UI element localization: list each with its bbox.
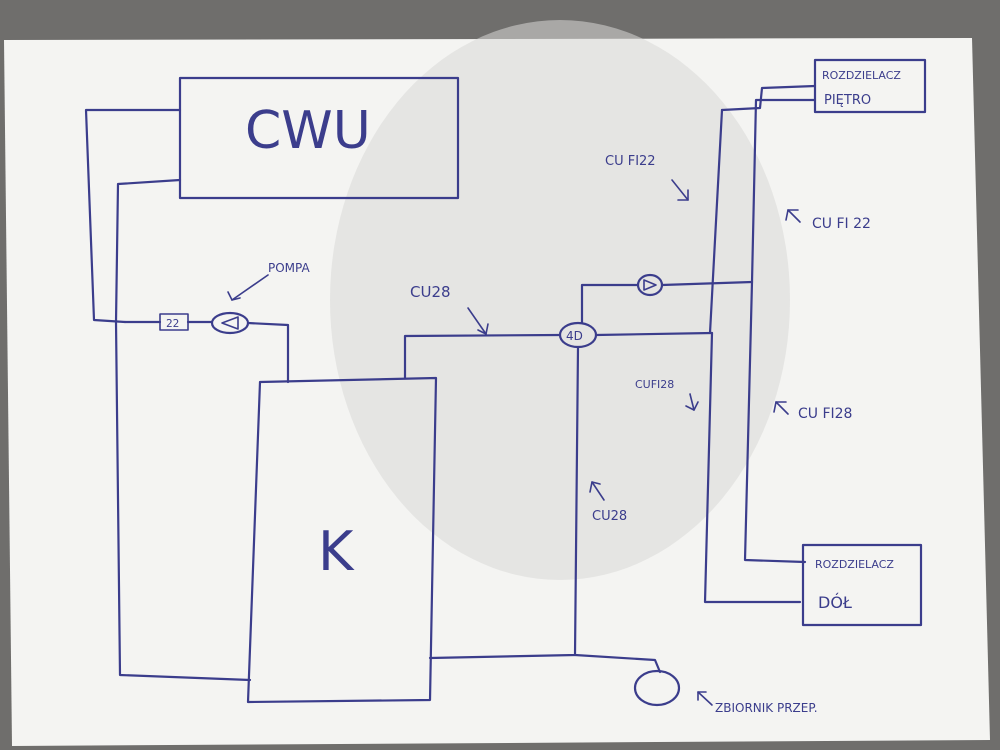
cu28-top-pointer-head <box>477 323 489 335</box>
cufi28-right-pointer <box>775 401 789 415</box>
cufi28-mid-pointer <box>689 393 695 411</box>
distributor-lower-line2: DÓŁ <box>818 593 852 612</box>
cufi28-mid-pointer-head <box>685 401 699 411</box>
cufi22-right-pointer-head <box>785 209 799 221</box>
tank-label: ZBIORNIK PRZEP. <box>715 701 818 715</box>
cu28-top-label: CU28 <box>410 283 451 301</box>
cufi22-top-pointer-head <box>677 189 689 201</box>
pipe-pump2-to-riser <box>660 280 754 287</box>
cufi22-top-label: CU FI22 <box>605 154 656 169</box>
pipe-to-upper-dist-b <box>750 98 817 284</box>
pipe-to-expansion-tank <box>573 653 662 674</box>
pipe-cwu-return <box>84 108 182 324</box>
pompa-pointer-head <box>227 291 241 301</box>
pompa-pointer <box>231 274 269 301</box>
distributor-upper-line1: ROZDZIELACZ <box>822 69 901 82</box>
distributor-lower-line1: ROZDZIELACZ <box>815 558 894 571</box>
pipe-valve-to-riser <box>594 331 714 337</box>
pipe-left-loop <box>114 320 252 682</box>
riser-outer <box>703 331 802 604</box>
riser-outer-top <box>708 108 724 335</box>
tank-pointer <box>697 691 713 706</box>
cwu-tank-box <box>178 76 460 200</box>
cufi28-right-pointer-head <box>773 401 787 413</box>
cu28-mid-label: CU28 <box>592 509 627 524</box>
pipe-to-upper-dist-a <box>720 84 817 112</box>
valve-4d-label: 4D <box>566 329 583 343</box>
pipe-pump-to-boiler <box>246 321 290 384</box>
pipe-boiler-supply <box>403 333 562 380</box>
pompa-label: POMPA <box>268 261 311 275</box>
boiler-box <box>246 376 438 704</box>
distributor-lower-box <box>801 543 923 627</box>
cufi22-right-pointer <box>787 209 801 223</box>
distributor-upper-box <box>813 58 927 114</box>
distributor-upper-line2: PIĘTRO <box>824 93 871 108</box>
pump2-arrow-icon <box>643 279 657 291</box>
boiler-label: K <box>318 520 355 583</box>
shadow <box>330 20 790 580</box>
pipe-cwu-supply <box>114 178 182 324</box>
cufi28-right-label: CU FI28 <box>798 406 852 422</box>
tank-pointer-head <box>697 691 707 701</box>
fitting-22-label: 22 <box>166 317 179 330</box>
pipe-valve-to-pump2 <box>580 283 640 325</box>
cu28-top-pointer <box>467 307 487 335</box>
cufi22-right-label: CU FI 22 <box>812 216 871 232</box>
pump-arrow-icon <box>221 316 239 330</box>
cufi28-mid-label: CUFI28 <box>635 378 674 391</box>
cu28-mid-pointer-head <box>589 481 601 493</box>
riser-inner <box>743 280 807 564</box>
cufi22-top-pointer <box>671 179 689 201</box>
cu28-mid-pointer <box>591 481 605 501</box>
cwu-label: CWU <box>245 101 371 161</box>
expansion-tank-symbol <box>633 669 681 707</box>
